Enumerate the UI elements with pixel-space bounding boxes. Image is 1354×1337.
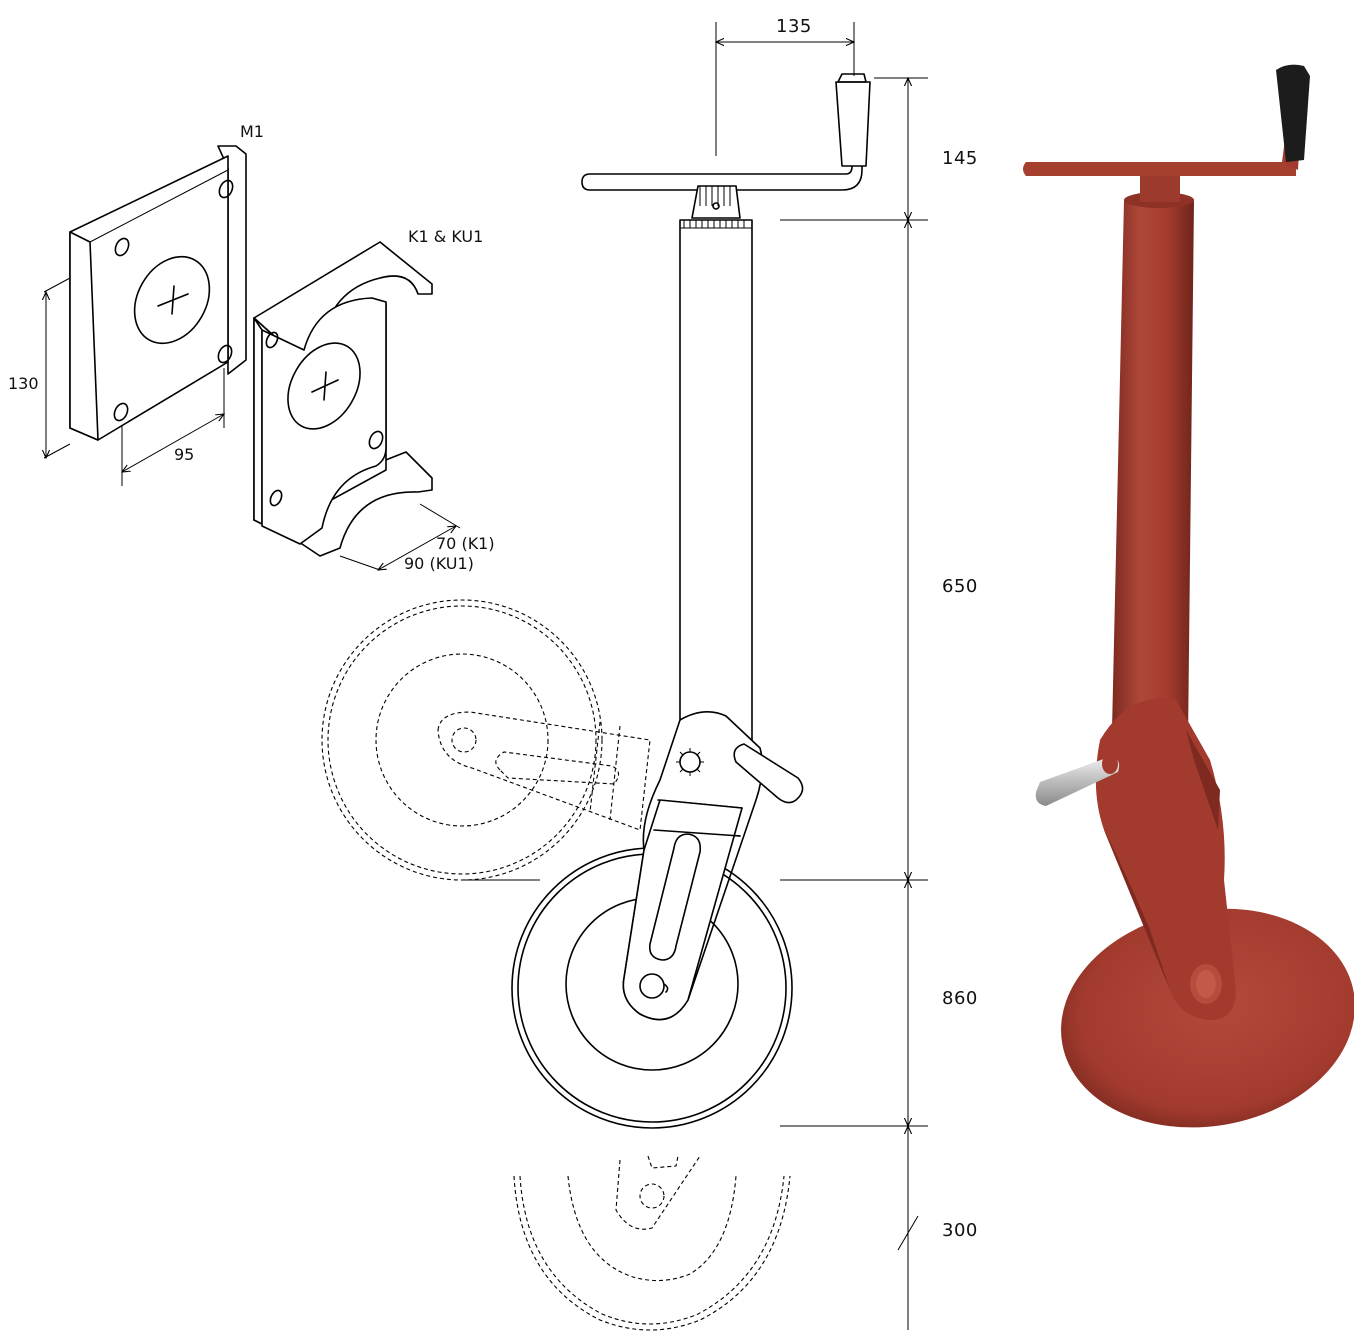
label-k1-ku1: K1 & KU1: [408, 227, 483, 246]
jockey-wheel-photo: [1023, 64, 1354, 1128]
bracket-k1-ku1: [253, 241, 461, 570]
dim-label-135: 135: [776, 16, 812, 37]
dim-label-90: 90 (KU1): [404, 554, 474, 573]
jockey-wheel-drawing: [321, 22, 928, 1331]
label-m1: M1: [240, 122, 264, 141]
dim-label-145: 145: [942, 148, 978, 169]
dim-label-860: 860: [942, 988, 978, 1009]
dim-label-650: 650: [942, 576, 978, 597]
dim-label-130: 130: [8, 374, 39, 393]
steel-pin-icon: [1035, 756, 1120, 806]
ratchet-sunburst-icon: [676, 748, 704, 776]
dim-label-300: 300: [942, 1220, 978, 1241]
handle-grip-icon: [1276, 64, 1310, 162]
dim-label-70: 70 (K1): [436, 534, 495, 553]
dim-label-95: 95: [174, 445, 194, 464]
bracket-m1: [44, 145, 247, 486]
